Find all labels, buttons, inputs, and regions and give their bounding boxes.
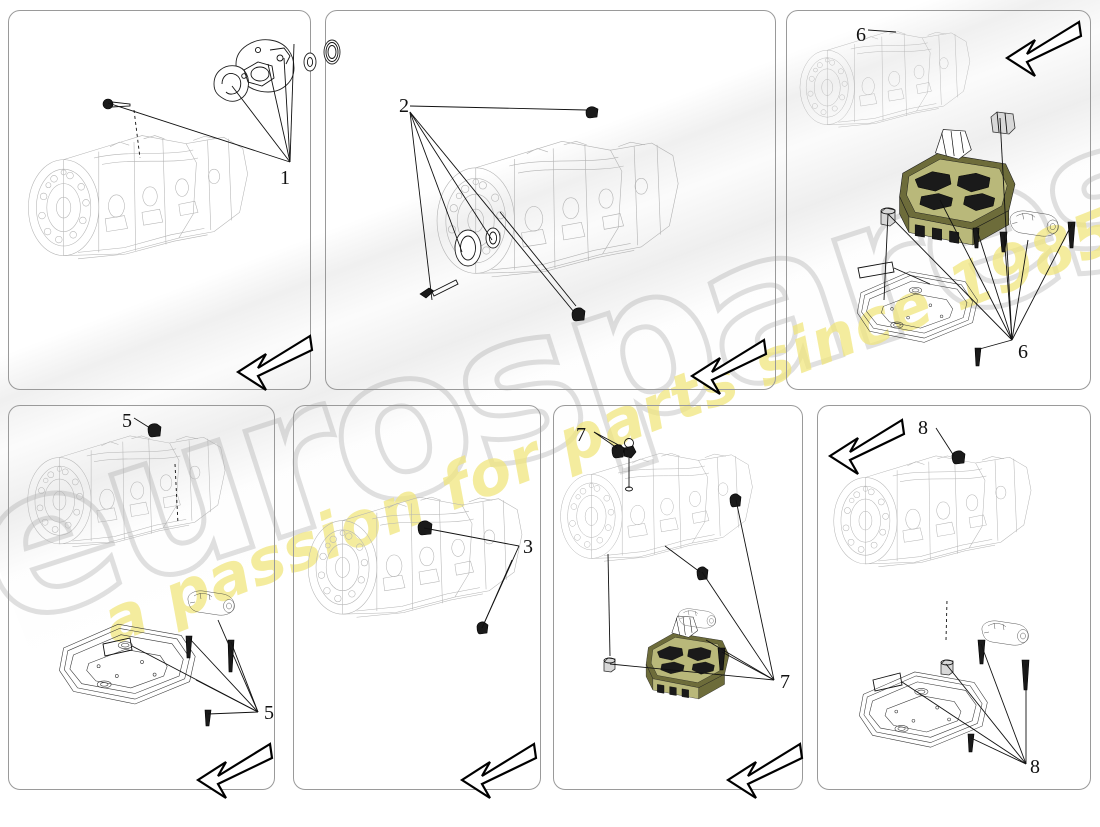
panel-1-frame (8, 10, 311, 390)
panel-7-frame (817, 405, 1091, 790)
callout-panel1-1: 1 (280, 167, 290, 189)
callout-panel3-6-top: 6 (856, 24, 866, 46)
callout-panel3-6-bottom: 6 (1018, 341, 1028, 363)
callout-panel6-7-top: 7 (576, 424, 586, 446)
callout-panel6-7-bottom: 7 (780, 671, 790, 693)
panel-4-frame (8, 405, 275, 790)
panel-2-frame (325, 10, 776, 390)
callout-panel5-3: 3 (523, 536, 533, 558)
callout-panel2-2: 2 (399, 95, 409, 117)
callout-panel4-5-top: 5 (122, 410, 132, 432)
panel-3-frame (786, 10, 1091, 390)
panel-5-frame (293, 405, 541, 790)
callout-panel4-5-bottom: 5 (264, 702, 274, 724)
diagram-canvas: eurospares a passion for parts since 198… (0, 0, 1100, 800)
panel-6-frame (553, 405, 803, 790)
callout-panel7-8-top: 8 (918, 417, 928, 439)
callout-panel7-8-bottom: 8 (1030, 756, 1040, 778)
